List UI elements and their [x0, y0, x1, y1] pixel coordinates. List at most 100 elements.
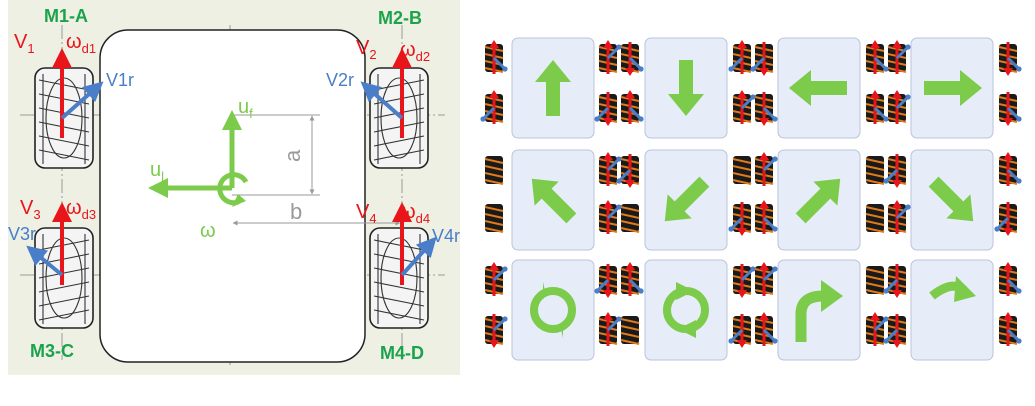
motion-patterns-grid — [480, 0, 1035, 401]
mini-wheel-icon — [750, 42, 774, 76]
mini-wheel-icon — [883, 154, 907, 188]
v1-label: V1 — [14, 31, 35, 56]
v3-label: V3 — [20, 197, 41, 222]
mini-wheel-icon — [620, 42, 644, 76]
wheel-vectors — [26, 48, 437, 285]
motor-label-m1: M1-A — [44, 6, 88, 26]
uf-label: uf — [238, 96, 253, 121]
arrow-up-icon — [535, 60, 571, 116]
motion-tile — [644, 149, 728, 251]
mini-wheel-icon — [865, 312, 889, 346]
mini-wheel-icon — [754, 92, 778, 126]
mini-wheel-icon — [728, 202, 752, 236]
motion-tile — [644, 259, 728, 361]
mini-wheel-icon — [887, 90, 911, 124]
kinematics-svg: a b uf ul ω — [8, 0, 460, 375]
mini-wheel-icon — [616, 154, 640, 188]
motor-label-m3: M3-C — [30, 341, 74, 361]
arrow-down-right-icon — [928, 176, 974, 222]
mini-wheel-icon — [620, 204, 640, 233]
mini-wheel-icon — [732, 156, 752, 185]
mini-wheel-icon — [865, 90, 889, 124]
mini-wheel-icon — [484, 262, 508, 296]
v4-label: V4 — [356, 201, 377, 226]
arrow-up-right-icon — [795, 178, 841, 224]
mini-wheel-icon — [998, 42, 1022, 76]
motion-tile — [511, 149, 595, 251]
motion-tile — [511, 37, 595, 139]
v4r-label: V4r — [432, 226, 460, 246]
arrow-down-icon — [668, 60, 704, 116]
arrow-left-icon — [789, 70, 847, 106]
mini-wheel-icon — [732, 264, 756, 298]
mini-wheel-icon — [728, 314, 752, 348]
dimension-a-label: a — [280, 149, 305, 162]
arrow-down-left-icon — [664, 176, 710, 222]
mini-wheel-icon — [598, 40, 622, 74]
dimension-b-label: b — [290, 199, 302, 224]
mini-wheel-icon — [994, 202, 1018, 236]
motion-tile — [777, 149, 861, 251]
mini-wheel-icon — [598, 312, 622, 346]
mini-wheel-icon — [754, 200, 778, 234]
wd1-label: ωd1 — [66, 31, 96, 56]
rotate-cw-icon — [663, 282, 709, 338]
curve-right-icon — [795, 280, 843, 342]
mini-wheel-icon — [865, 40, 889, 74]
wd3-label: ωd3 — [66, 197, 96, 222]
mini-wheel-icon — [598, 200, 622, 234]
mini-wheel-icon — [887, 40, 911, 74]
wd4-label: ωd4 — [400, 201, 430, 226]
mini-wheel-icon — [865, 204, 885, 233]
mini-wheel-icon — [998, 152, 1022, 186]
mini-wheel-icon — [620, 262, 644, 296]
mini-wheel-icon — [484, 314, 508, 348]
mini-wheel-icon — [998, 312, 1022, 346]
mini-wheel-icon — [598, 152, 622, 186]
mini-wheel-icon — [887, 200, 911, 234]
body-velocity — [148, 110, 249, 207]
arrow-right-icon — [924, 70, 982, 106]
mini-wheel-icon — [728, 40, 752, 74]
mini-wheel-icon — [883, 314, 907, 348]
mini-wheel-icon — [594, 92, 618, 126]
motion-tile — [777, 259, 861, 361]
arc-right-icon — [929, 276, 976, 302]
motion-grid-svg — [480, 37, 1022, 361]
motor-label-m4: M4-D — [380, 343, 424, 363]
motion-tile — [644, 37, 728, 139]
v2-label: V2 — [356, 37, 377, 62]
rotate-ccw-icon — [530, 282, 576, 338]
chassis-body — [99, 29, 366, 363]
motor-label-m2: M2-B — [378, 8, 422, 28]
rotation-arc-icon — [217, 172, 249, 206]
mini-wheel-icon — [865, 156, 885, 185]
v3r-label: V3r — [8, 224, 36, 244]
motion-tile — [910, 259, 994, 361]
mini-wheel-icon — [484, 40, 508, 74]
v2r-label: V2r — [326, 70, 354, 90]
dimension-a — [232, 114, 320, 196]
omega-label: ω — [200, 220, 216, 242]
mini-wheel-icon — [754, 312, 778, 346]
ul-label: ul — [150, 159, 164, 184]
motion-tile — [511, 259, 595, 361]
mini-wheel-icon — [998, 262, 1022, 296]
mini-wheel-icon — [480, 90, 504, 124]
motion-tile — [777, 37, 861, 139]
mini-wheel-icon — [484, 156, 504, 185]
mini-wheel-icon — [620, 90, 644, 124]
mini-wheel-icon — [754, 152, 778, 186]
kinematics-diagram: a b uf ul ω — [0, 0, 470, 401]
mini-wheel-icon — [732, 90, 756, 124]
v1r-label: V1r — [106, 70, 134, 90]
mini-wheel-icon — [865, 266, 885, 295]
mini-wheel-icon — [754, 262, 778, 296]
arrow-up-left-icon — [531, 178, 577, 224]
wheel-m4 — [369, 227, 429, 329]
mini-wheel-icon — [484, 204, 504, 233]
mini-wheel-icon — [594, 264, 618, 298]
mini-wheel-icon — [883, 264, 907, 298]
mini-wheel-icon — [998, 92, 1022, 126]
mini-wheel-icon — [620, 316, 640, 345]
